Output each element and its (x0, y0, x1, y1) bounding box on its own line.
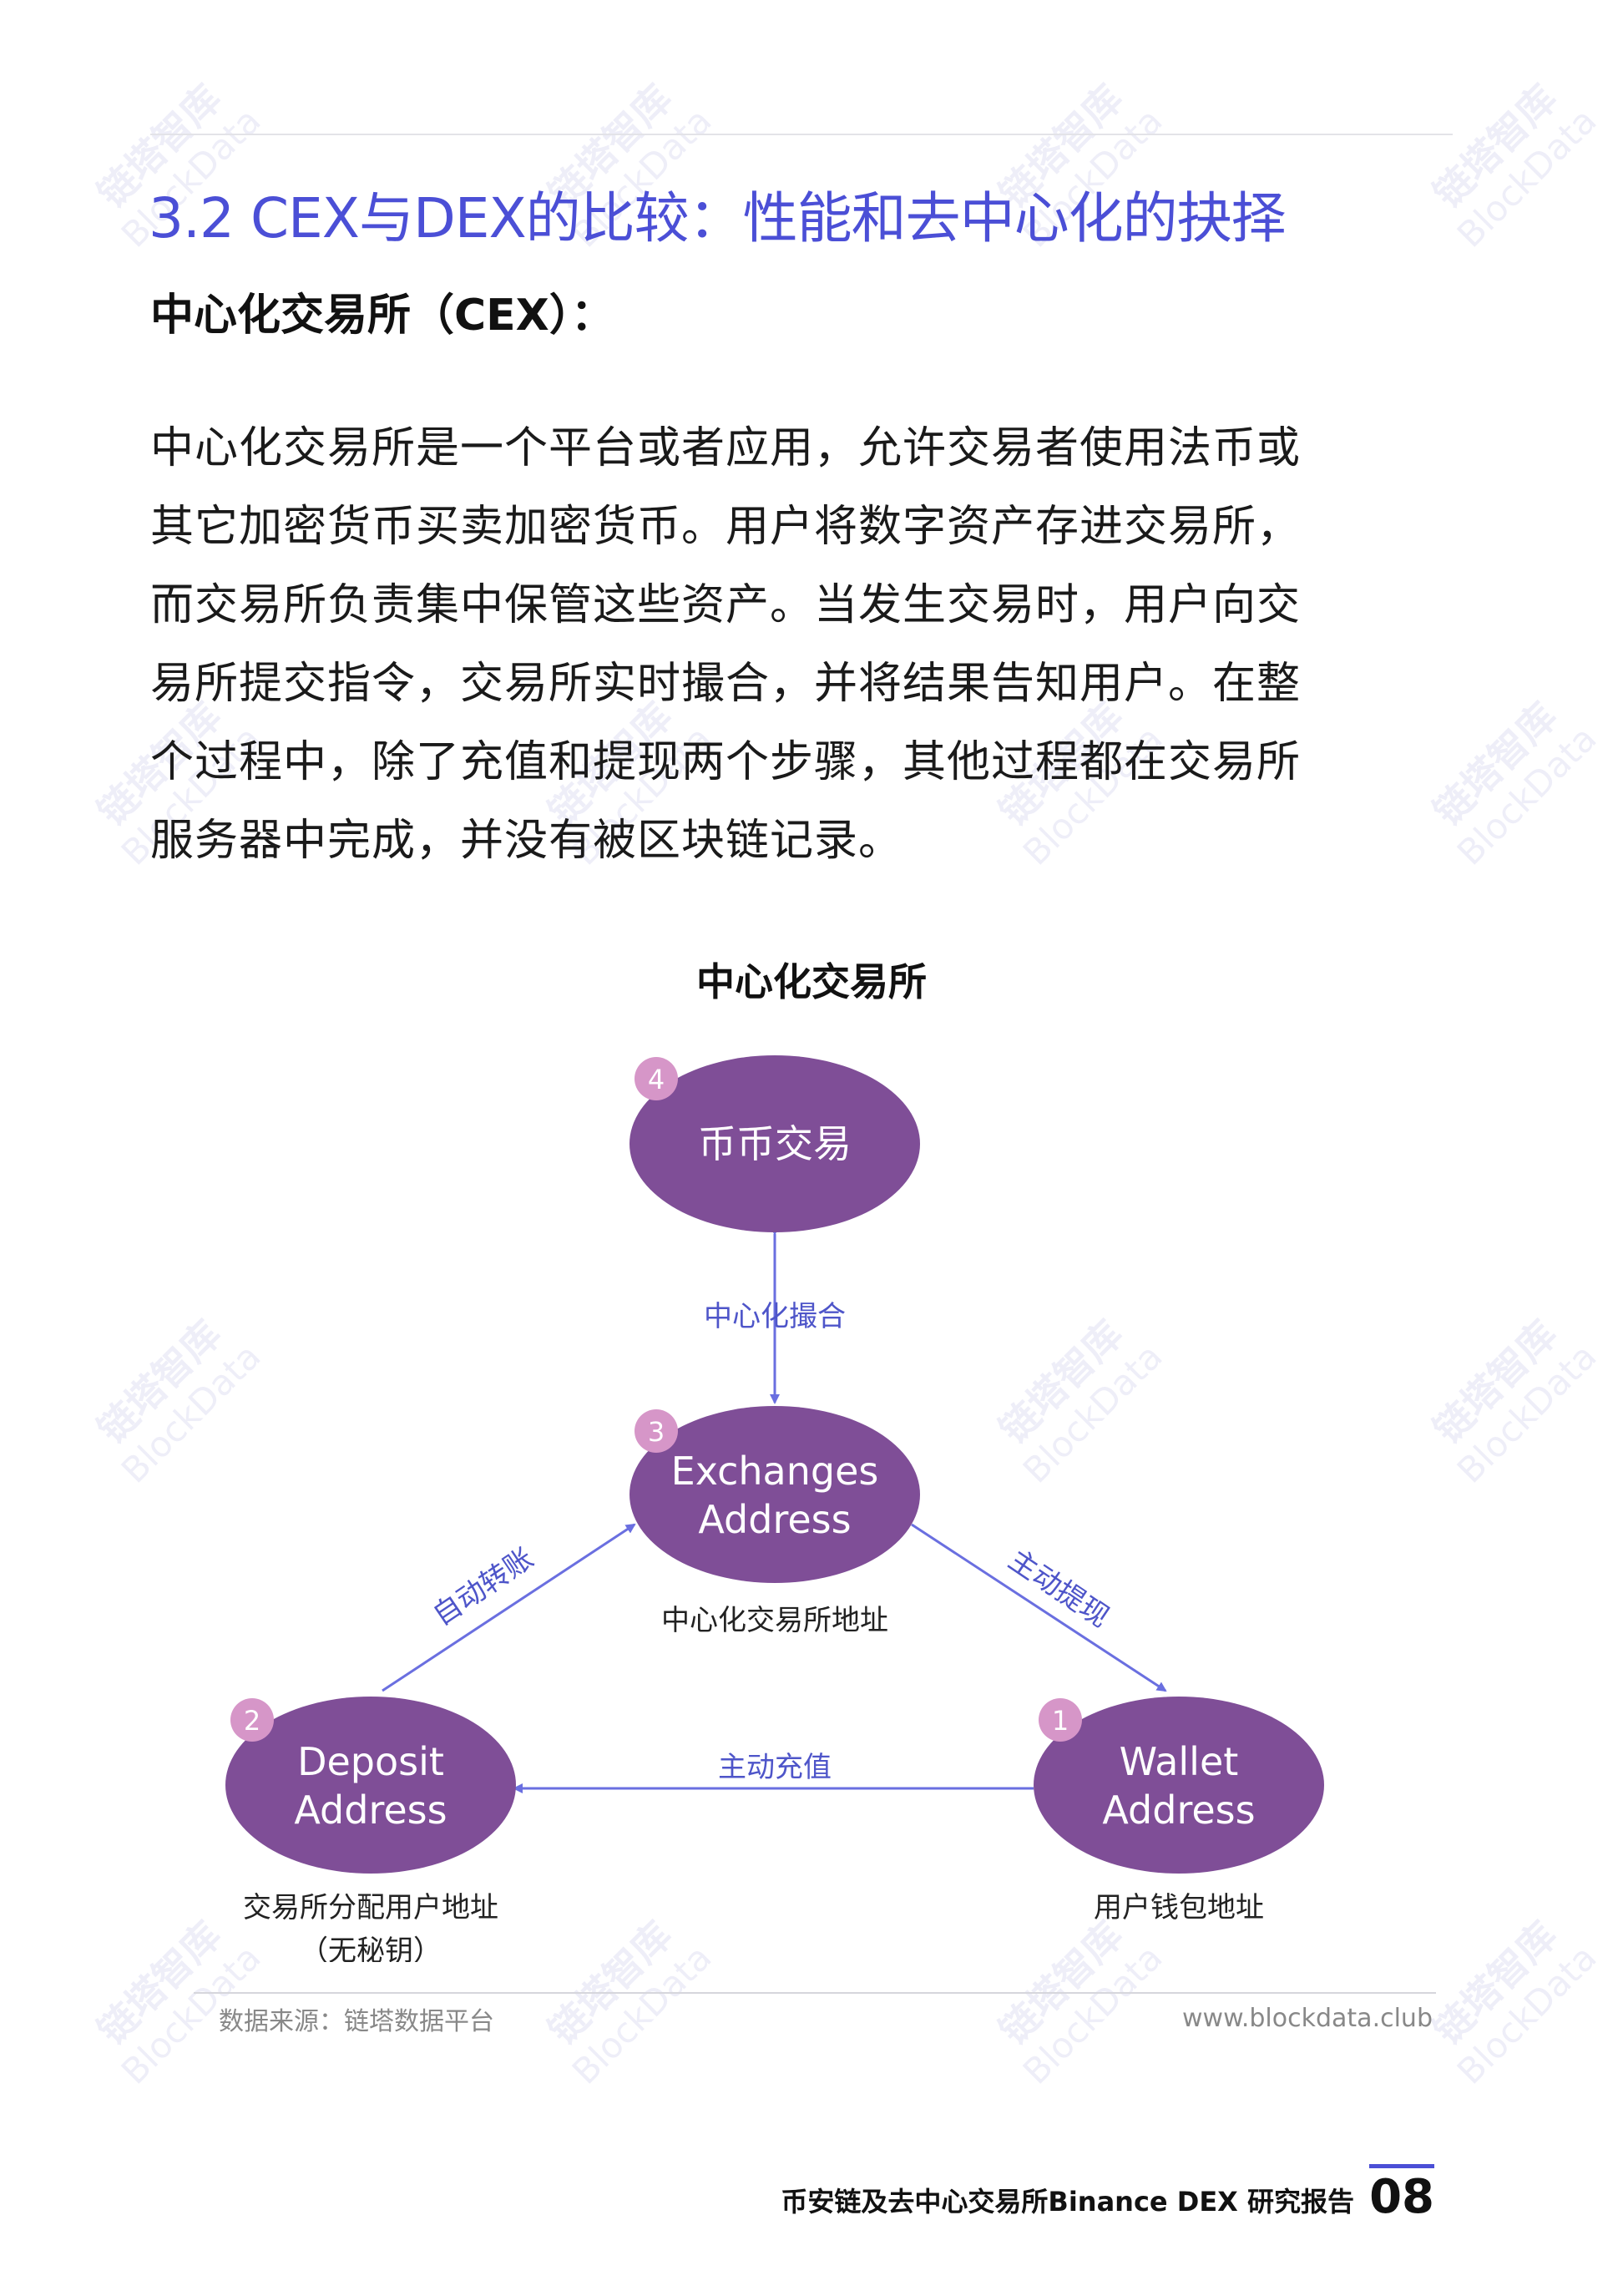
badge-4 (635, 1057, 678, 1100)
node-exchange-line2: Address (698, 1497, 851, 1542)
cex-flow-diagram: 中心化撮合 自动转账 主动提现 主动充值 币币交易 4 Exchanges Ad… (225, 1055, 1324, 1962)
figure-title: 中心化交易所 (696, 959, 927, 1004)
badge-3-number: 3 (648, 1416, 665, 1448)
edge-label-matching: 中心化撮合 (704, 1300, 846, 1333)
edge-label-auto-transfer: 自动转账 (427, 1541, 539, 1632)
node-trade-label: 币币交易 (698, 1121, 852, 1166)
badge-2 (230, 1698, 274, 1742)
body-line: 而交易所负责集中保管这些资产。当发生交易时，用户向交 (150, 580, 1302, 630)
edge-label-recharge: 主动充值 (718, 1751, 832, 1784)
node-wallet-line1: Wallet (1120, 1739, 1239, 1784)
page-number: 08 (1369, 2164, 1434, 2224)
body-line: 其它加密货币买卖加密货币。用户将数字资产存进交易所， (150, 502, 1302, 552)
caption-exchange-address: 中心化交易所地址 (661, 1604, 888, 1637)
node-wallet-line2: Address (1102, 1788, 1255, 1833)
body-paragraph: 中心化交易所是一个平台或者应用，允许交易者使用法币或 其它加密货币买卖加密货币。… (150, 409, 1394, 880)
sub-heading: 中心化交易所（CEX）： (150, 291, 614, 341)
header-rule (150, 134, 1453, 135)
source-rule (194, 1992, 1436, 1994)
body-line: 个过程中，除了充值和提现两个步骤，其他过程都在交易所 (150, 737, 1302, 787)
node-trade (629, 1055, 920, 1232)
body-line: 服务器中完成，并没有被区块链记录。 (150, 816, 903, 866)
edge-withdraw (911, 1523, 1167, 1692)
caption-wallet-address: 用户钱包地址 (1094, 1891, 1264, 1924)
body-line: 易所提交指令，交易所实时撮合，并将结果告知用户。在整 (150, 659, 1302, 709)
node-exchange-address (629, 1406, 920, 1583)
badge-2-number: 2 (244, 1705, 260, 1737)
body-line: 中心化交易所是一个平台或者应用，允许交易者使用法币或 (150, 423, 1302, 473)
node-deposit-line2: Address (294, 1788, 447, 1833)
caption-deposit-address: 交易所分配用户地址 (243, 1891, 498, 1924)
source-url: www.blockdata.club (1182, 2004, 1433, 2033)
node-deposit-line1: Deposit (297, 1739, 444, 1784)
badge-1-number: 1 (1052, 1705, 1069, 1737)
node-deposit-address (225, 1697, 516, 1874)
edge-auto-transfer (382, 1523, 636, 1692)
node-exchange-line1: Exchanges (671, 1449, 879, 1494)
node-wallet-address (1034, 1697, 1324, 1874)
data-source: 数据来源：链塔数据平台 (219, 2007, 494, 2036)
badge-4-number: 4 (648, 1064, 665, 1095)
report-title: 币安链及去中心交易所Binance DEX 研究报告 (781, 2186, 1354, 2218)
badge-3 (635, 1409, 678, 1453)
section-title: 3.2 CEX与DEX的比较：性能和去中心化的抉择 (149, 186, 1287, 250)
caption-deposit-note: （无秘钥） (300, 1934, 442, 1962)
badge-1 (1039, 1698, 1082, 1742)
